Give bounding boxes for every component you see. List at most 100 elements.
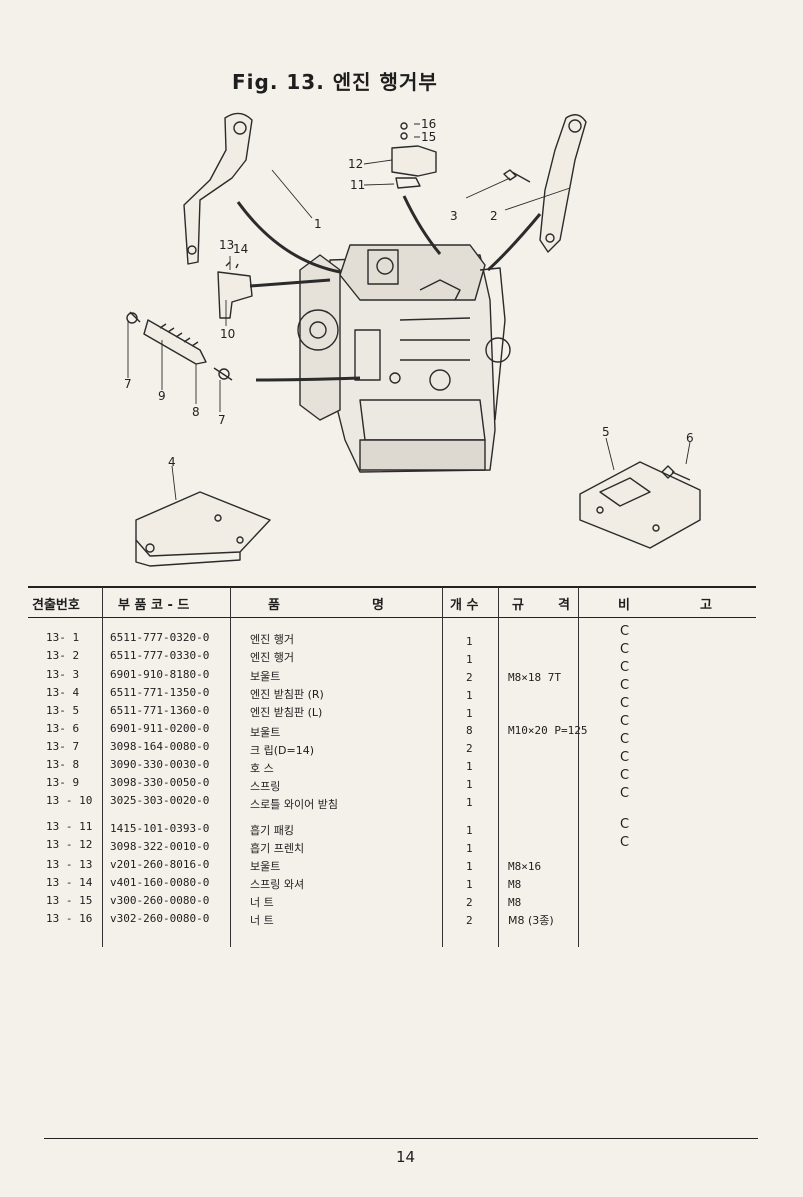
cell-spec: M8 (3종) <box>508 914 554 927</box>
cell-part-code: v300-260-0080-0 <box>110 894 210 907</box>
callout-3: 3 <box>450 209 458 223</box>
column-divider <box>578 587 579 947</box>
cell-item-no: 13 - 13 <box>46 858 93 871</box>
cell-spec: M8×16 <box>508 860 542 873</box>
cell-qty: 1 <box>466 860 473 873</box>
diagram-callouts: 16 15 12 11 1 3 2 13 14 10 7 9 8 7 5 6 4 <box>124 117 694 469</box>
cell-part-code: 6901-911-0200-0 <box>110 722 210 735</box>
callout-5: 5 <box>602 425 610 439</box>
cell-spec: M8 <box>508 878 522 891</box>
engine-hanger-diagram: 16 15 12 11 1 3 2 13 14 10 7 9 8 7 5 6 4 <box>124 112 701 567</box>
callout-14: 14 <box>233 242 248 256</box>
part-engine-hanger-1 <box>183 112 253 265</box>
cell-part-code: 6901-910-8180-0 <box>110 668 210 681</box>
part-bolt-3 <box>503 169 531 183</box>
header-name-1: 품 <box>268 598 280 613</box>
cell-item-no: 13 - 14 <box>46 876 93 889</box>
cell-item-no: 13 - 16 <box>46 912 93 925</box>
cell-part-code: 3090-330-0030-0 <box>110 758 210 771</box>
cell-part-code: 3098-164-0080-0 <box>110 740 210 753</box>
cell-part-name: 보울트 <box>250 726 281 739</box>
cell-part-name: 너 트 <box>250 896 274 909</box>
cell-note: C <box>620 678 630 693</box>
part-engine-mount-4 <box>135 491 271 567</box>
callout-8: 8 <box>192 405 200 419</box>
callout-11: 11 <box>350 178 365 192</box>
page-title: Fig. 13. 엔진 행거부 <box>232 70 438 94</box>
cell-item-no: 13 - 12 <box>46 838 93 851</box>
cell-part-code: v401-160-0080-0 <box>110 876 210 889</box>
callout-15: 15 <box>421 130 436 144</box>
cell-part-name: 스로틀 와이어 받침 <box>250 798 338 811</box>
callout-7a: 7 <box>124 377 132 391</box>
cell-spec: M8 <box>508 896 522 909</box>
cell-note: C <box>620 714 630 729</box>
cell-part-name: 스프링 <box>250 780 281 793</box>
cell-part-name: 흡기 패킹 <box>250 824 294 837</box>
column-divider <box>102 587 103 947</box>
cell-qty: 1 <box>466 796 473 809</box>
cell-item-no: 13- 1 <box>46 631 80 644</box>
cell-part-code: 3098-330-0050-0 <box>110 776 210 789</box>
cell-note: C <box>620 660 630 675</box>
cell-part-name: 보울트 <box>250 670 281 683</box>
part-throttle-wire-bracket-10 <box>217 261 253 319</box>
cell-item-no: 13 - 15 <box>46 894 93 907</box>
cell-item-no: 13- 3 <box>46 668 80 681</box>
cell-part-code: 6511-777-0330-0 <box>110 649 210 662</box>
cell-item-no: 13- 2 <box>46 649 80 662</box>
footer-rule <box>44 1138 758 1139</box>
cell-note: C <box>620 624 630 639</box>
cell-part-name: 흡기 프렌치 <box>250 842 305 855</box>
cell-qty: 1 <box>466 635 473 648</box>
cell-part-name: 너 트 <box>250 914 274 927</box>
cell-note: C <box>620 750 630 765</box>
cell-note: C <box>620 835 630 850</box>
callout-12: 12 <box>348 157 363 171</box>
header-spec-1: 규 <box>512 598 524 613</box>
callout-4: 4 <box>168 455 176 469</box>
cell-qty: 2 <box>466 896 473 909</box>
cell-qty: 2 <box>466 742 473 755</box>
cell-item-no: 13 - 10 <box>46 794 93 807</box>
header-spec-2: 격 <box>558 598 570 613</box>
cell-part-name: 보울트 <box>250 860 281 873</box>
cell-qty: 1 <box>466 653 473 666</box>
callout-6: 6 <box>686 431 694 445</box>
cell-part-code: v302-260-0080-0 <box>110 912 210 925</box>
cell-qty: 8 <box>466 724 473 737</box>
cell-qty: 1 <box>466 842 473 855</box>
cell-part-code: 3098-322-0010-0 <box>110 840 210 853</box>
cell-note: C <box>620 696 630 711</box>
cell-item-no: 13- 9 <box>46 776 80 789</box>
header-remark-2: 고 <box>700 598 712 613</box>
cell-qty: 1 <box>466 707 473 720</box>
cell-part-name: 엔진 행거 <box>250 633 294 646</box>
cell-part-name: 스프링 와셔 <box>250 878 305 891</box>
cell-part-name: 크 립(D=14) <box>250 744 315 757</box>
cell-qty: 1 <box>466 760 473 773</box>
cell-item-no: 13- 5 <box>46 704 80 717</box>
callout-16: 16 <box>421 117 436 131</box>
cell-part-code: v201-260-8016-0 <box>110 858 210 871</box>
cell-spec: M10×20 P=125 <box>508 724 588 737</box>
cell-qty: 2 <box>466 671 473 684</box>
header-item-no: 견출번호 <box>32 598 80 613</box>
header-name-2: 명 <box>372 598 384 613</box>
cell-part-code: 6511-777-0320-0 <box>110 631 210 644</box>
part-intake-flange-12 <box>391 122 437 189</box>
page-number: 14 <box>396 1148 416 1166</box>
header-part-code: 부 품 코 - 드 <box>118 598 190 613</box>
table-header-rule <box>28 617 756 618</box>
cell-qty: 1 <box>466 878 473 891</box>
cell-note: C <box>620 642 630 657</box>
part-engine-hanger-2 <box>539 114 587 253</box>
column-divider <box>230 587 231 947</box>
cell-part-name: 엔진 받침판 (L) <box>250 706 323 719</box>
cell-item-no: 13- 8 <box>46 758 80 771</box>
cell-item-no: 13 - 11 <box>46 820 93 833</box>
cell-part-name: 엔진 행거 <box>250 651 294 664</box>
cell-spec: M8×18 7T <box>508 671 561 684</box>
cell-part-code: 6511-771-1360-0 <box>110 704 210 717</box>
cell-note: C <box>620 732 630 747</box>
